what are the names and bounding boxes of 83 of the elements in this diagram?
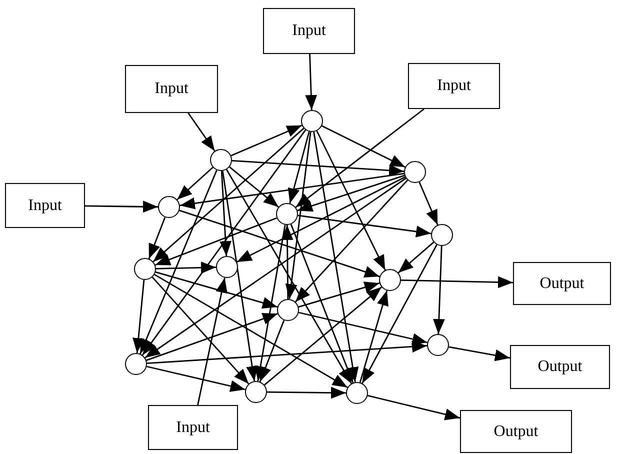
arrow xyxy=(305,54,318,110)
arrow xyxy=(155,217,277,266)
arrow xyxy=(232,160,404,176)
arrow xyxy=(294,180,408,302)
process-box xyxy=(263,8,355,54)
process-box xyxy=(5,183,85,228)
arrow xyxy=(313,132,359,382)
arrow xyxy=(290,224,354,384)
process-box xyxy=(125,65,218,113)
arrow xyxy=(156,262,216,274)
arrow xyxy=(132,280,145,354)
neuron-circle xyxy=(276,203,298,225)
node-label: Input xyxy=(28,196,62,214)
arrow xyxy=(142,130,306,356)
arrow xyxy=(398,242,434,274)
neuron-circle xyxy=(134,258,156,280)
arrow xyxy=(188,112,216,152)
arrow xyxy=(226,169,352,384)
neuron-circle xyxy=(404,161,426,183)
neuron-circle xyxy=(216,256,238,278)
arrow xyxy=(400,276,514,288)
arrow xyxy=(254,224,286,382)
arrow xyxy=(155,271,278,309)
process-box xyxy=(510,345,610,389)
neuron-circle xyxy=(210,149,232,171)
process-box xyxy=(148,405,238,450)
arrow xyxy=(152,128,304,262)
neuron-circle xyxy=(158,196,180,218)
arrow xyxy=(267,386,346,399)
arrow xyxy=(362,244,438,384)
arrow xyxy=(359,290,388,383)
arrow xyxy=(298,312,428,345)
arrow xyxy=(140,170,218,354)
arrow xyxy=(146,340,428,364)
arrow xyxy=(297,174,405,212)
process-box xyxy=(408,63,500,109)
neuron-circle xyxy=(431,224,453,246)
node-label: Input xyxy=(437,77,471,95)
arrow xyxy=(418,182,438,226)
arrow xyxy=(316,130,386,270)
neuron-circle xyxy=(346,382,368,404)
arrow xyxy=(180,172,404,210)
arrow xyxy=(179,210,380,278)
arrow xyxy=(298,282,380,308)
arrow xyxy=(220,170,232,256)
node-label: Input xyxy=(154,80,188,98)
arrow xyxy=(288,131,310,204)
arrow xyxy=(229,166,279,208)
arrow xyxy=(85,200,158,213)
process-box xyxy=(460,410,572,453)
arrow xyxy=(230,124,302,156)
arrow xyxy=(148,217,166,259)
arrow xyxy=(222,170,258,382)
neuron-circle xyxy=(245,381,267,403)
neuron-circle xyxy=(125,353,147,375)
arrow xyxy=(322,125,406,168)
arrow xyxy=(295,108,424,208)
arrow xyxy=(176,166,214,200)
arrow xyxy=(144,178,406,358)
arrow xyxy=(298,214,432,238)
arrow xyxy=(264,286,382,386)
arrow xyxy=(368,394,460,420)
arrow xyxy=(285,132,312,300)
arrow xyxy=(448,346,510,362)
arrow xyxy=(197,278,228,406)
node-label: Output xyxy=(538,358,582,376)
node-label: Input xyxy=(176,418,210,436)
node-label: Input xyxy=(292,22,326,40)
neuron-circle xyxy=(277,299,299,321)
node-label: Output xyxy=(494,422,538,440)
arrow xyxy=(152,276,250,384)
arrow xyxy=(236,176,406,263)
arrow xyxy=(432,246,445,334)
arrow xyxy=(281,225,294,299)
node-label: Output xyxy=(540,274,584,292)
process-box xyxy=(513,262,611,305)
neuron-circle xyxy=(301,110,323,132)
arrow xyxy=(154,274,348,388)
neuron-circle xyxy=(427,334,449,356)
neuron-circle xyxy=(379,269,401,291)
arrow xyxy=(146,366,246,392)
arrow xyxy=(259,320,285,382)
arrow xyxy=(146,313,278,361)
